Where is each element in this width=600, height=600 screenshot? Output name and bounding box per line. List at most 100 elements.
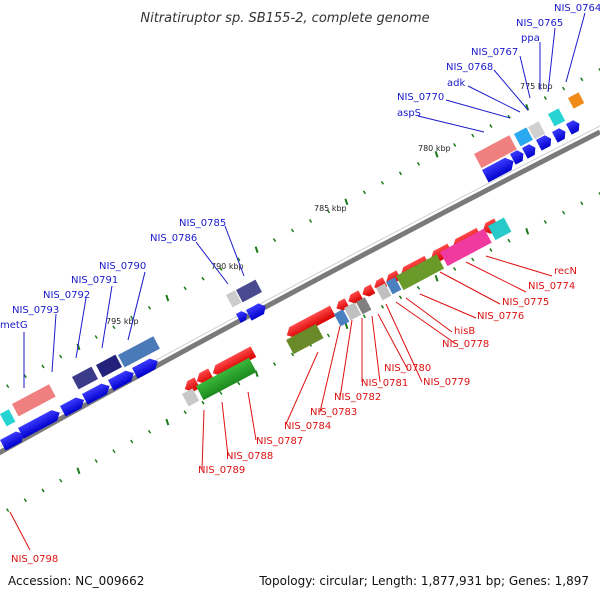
gene-label-NIS_0770[interactable]: NIS_0770 xyxy=(397,92,444,103)
gene-label-NIS_0789[interactable]: NIS_0789 xyxy=(198,465,245,476)
cog-block-darknavy[interactable] xyxy=(72,366,98,390)
gene-label-NIS_0792[interactable]: NIS_0792 xyxy=(43,290,90,301)
gene-label-NIS_0764[interactable]: NIS_0764 xyxy=(554,3,600,14)
gene-label-ppa[interactable]: ppa xyxy=(521,33,540,44)
cog-block-gray[interactable] xyxy=(356,297,372,315)
cog-block-cyan[interactable] xyxy=(0,409,16,427)
cog-block-lightgray[interactable] xyxy=(226,290,242,308)
gc-tick xyxy=(561,210,566,215)
gc-tick xyxy=(290,352,295,357)
gene-label-NIS_0788[interactable]: NIS_0788 xyxy=(226,451,273,462)
gene-arrow-forward[interactable] xyxy=(132,356,161,379)
cog-block-lightgray[interactable] xyxy=(182,388,200,407)
gene-label-NIS_0791[interactable]: NIS_0791 xyxy=(71,275,118,286)
gene-label-adk[interactable]: adk xyxy=(447,78,465,89)
gene-label-NIS_0775[interactable]: NIS_0775 xyxy=(502,297,549,308)
gene-label-NIS_0779[interactable]: NIS_0779 xyxy=(423,377,470,388)
gc-tick xyxy=(344,198,349,206)
gene-arrow-reverse[interactable] xyxy=(210,346,257,378)
gc-tick xyxy=(6,384,10,389)
gene-label-hisB[interactable]: hisB xyxy=(454,326,475,337)
gene-arrow-forward[interactable] xyxy=(552,126,568,143)
gene-label-NIS_0787[interactable]: NIS_0787 xyxy=(256,436,303,447)
gene-arrow-forward[interactable] xyxy=(246,301,268,321)
gc-tick xyxy=(6,508,10,513)
gc-tick xyxy=(272,362,277,367)
gene-label-recN[interactable]: recN xyxy=(554,266,577,277)
gene-label-NIS_0784[interactable]: NIS_0784 xyxy=(284,421,331,432)
cog-block-steelblue[interactable] xyxy=(334,309,350,327)
cog-block-cyan[interactable] xyxy=(548,108,566,127)
cog-block-magenta[interactable] xyxy=(440,228,492,267)
gene-label-NIS_0781[interactable]: NIS_0781 xyxy=(361,378,408,389)
cog-block-lightgray[interactable] xyxy=(528,121,546,140)
cog-block-lightgray[interactable] xyxy=(376,283,392,301)
gc-tick xyxy=(76,467,81,475)
cog-block-green[interactable] xyxy=(196,357,257,401)
gc-tick xyxy=(507,238,511,243)
gene-arrow-forward[interactable] xyxy=(566,118,582,135)
gene-label-aspS[interactable]: aspS xyxy=(397,108,421,119)
gene-label-NIS_0768[interactable]: NIS_0768 xyxy=(446,62,493,73)
gene-label-NIS_0765[interactable]: NIS_0765 xyxy=(516,18,563,29)
gc-tick xyxy=(183,410,187,415)
reverse-cog-blocks xyxy=(182,217,512,407)
kbp-label-790: 790 kbp xyxy=(211,262,244,271)
gene-arrow-forward[interactable] xyxy=(108,368,137,391)
kbp-label-785: 785 kbp xyxy=(314,204,347,213)
gc-tick xyxy=(543,96,547,100)
cog-block-pink[interactable] xyxy=(12,384,56,417)
kbp-label-775: 775 kbp xyxy=(520,82,553,91)
gene-label-NIS_0780[interactable]: NIS_0780 xyxy=(384,363,431,374)
cog-block-steelblue[interactable] xyxy=(118,336,160,368)
cog-block-pink[interactable] xyxy=(474,135,517,169)
gene-arrow-forward[interactable] xyxy=(522,142,538,159)
gene-arrow-forward[interactable] xyxy=(510,148,526,165)
gene-arrow-forward[interactable] xyxy=(482,155,517,183)
gene-label-metG[interactable]: metG xyxy=(0,320,28,331)
gene-arrow-reverse[interactable] xyxy=(182,377,200,394)
gene-label-NIS_0790[interactable]: NIS_0790 xyxy=(99,261,146,272)
gene-label-NIS_0783[interactable]: NIS_0783 xyxy=(310,407,357,418)
cog-block-cyan[interactable] xyxy=(488,217,512,241)
gc-tick xyxy=(94,335,98,339)
gc-tick xyxy=(23,374,27,379)
gene-arrow-forward[interactable] xyxy=(82,381,112,405)
gc-tick xyxy=(434,151,439,158)
gene-label-NIS_0767[interactable]: NIS_0767 xyxy=(471,47,518,58)
gc-tick xyxy=(272,238,277,243)
gene-label-NIS_0782[interactable]: NIS_0782 xyxy=(334,392,381,403)
gene-arrow-forward[interactable] xyxy=(236,309,250,323)
gc-tick xyxy=(416,161,421,166)
gc-tick xyxy=(308,219,313,223)
cog-block-slate[interactable] xyxy=(236,279,262,303)
gc-tick xyxy=(254,246,259,254)
cog-block-olive[interactable] xyxy=(396,254,445,291)
gene-arrow-forward[interactable] xyxy=(18,407,62,439)
cog-block-skyblue[interactable] xyxy=(514,127,533,147)
gene-arrow-forward[interactable] xyxy=(536,133,554,151)
gc-tick xyxy=(237,257,241,262)
genome-summary-text: Topology: circular; Length: 1,877,931 bp… xyxy=(258,574,589,588)
gc-tick xyxy=(489,248,493,252)
gene-label-NIS_0793[interactable]: NIS_0793 xyxy=(12,305,59,316)
gene-arrow-reverse[interactable] xyxy=(284,305,336,341)
cog-block-orange[interactable] xyxy=(568,92,585,109)
gene-label-NIS_0798[interactable]: NIS_0798 xyxy=(11,554,58,565)
cog-block-lightgray[interactable] xyxy=(344,302,362,321)
gene-arrow-forward[interactable] xyxy=(0,429,27,451)
gene-label-NIS_0778[interactable]: NIS_0778 xyxy=(442,339,489,350)
gene-label-NIS_0774[interactable]: NIS_0774 xyxy=(528,281,575,292)
gene-arrow-reverse[interactable] xyxy=(360,284,376,298)
gc-tick xyxy=(580,77,584,82)
gene-label-NIS_0785[interactable]: NIS_0785 xyxy=(179,218,226,229)
gc-tick xyxy=(112,449,116,454)
gene-arrow-forward[interactable] xyxy=(60,395,87,417)
gc-tick xyxy=(147,305,152,310)
gc-tick xyxy=(398,295,403,300)
gene-label-NIS_0776[interactable]: NIS_0776 xyxy=(477,311,524,322)
cog-block-olive[interactable] xyxy=(286,324,324,355)
cog-block-navy[interactable] xyxy=(96,354,122,378)
cog-block-steelblue[interactable] xyxy=(386,277,402,295)
gene-label-NIS_0786[interactable]: NIS_0786 xyxy=(150,233,197,244)
